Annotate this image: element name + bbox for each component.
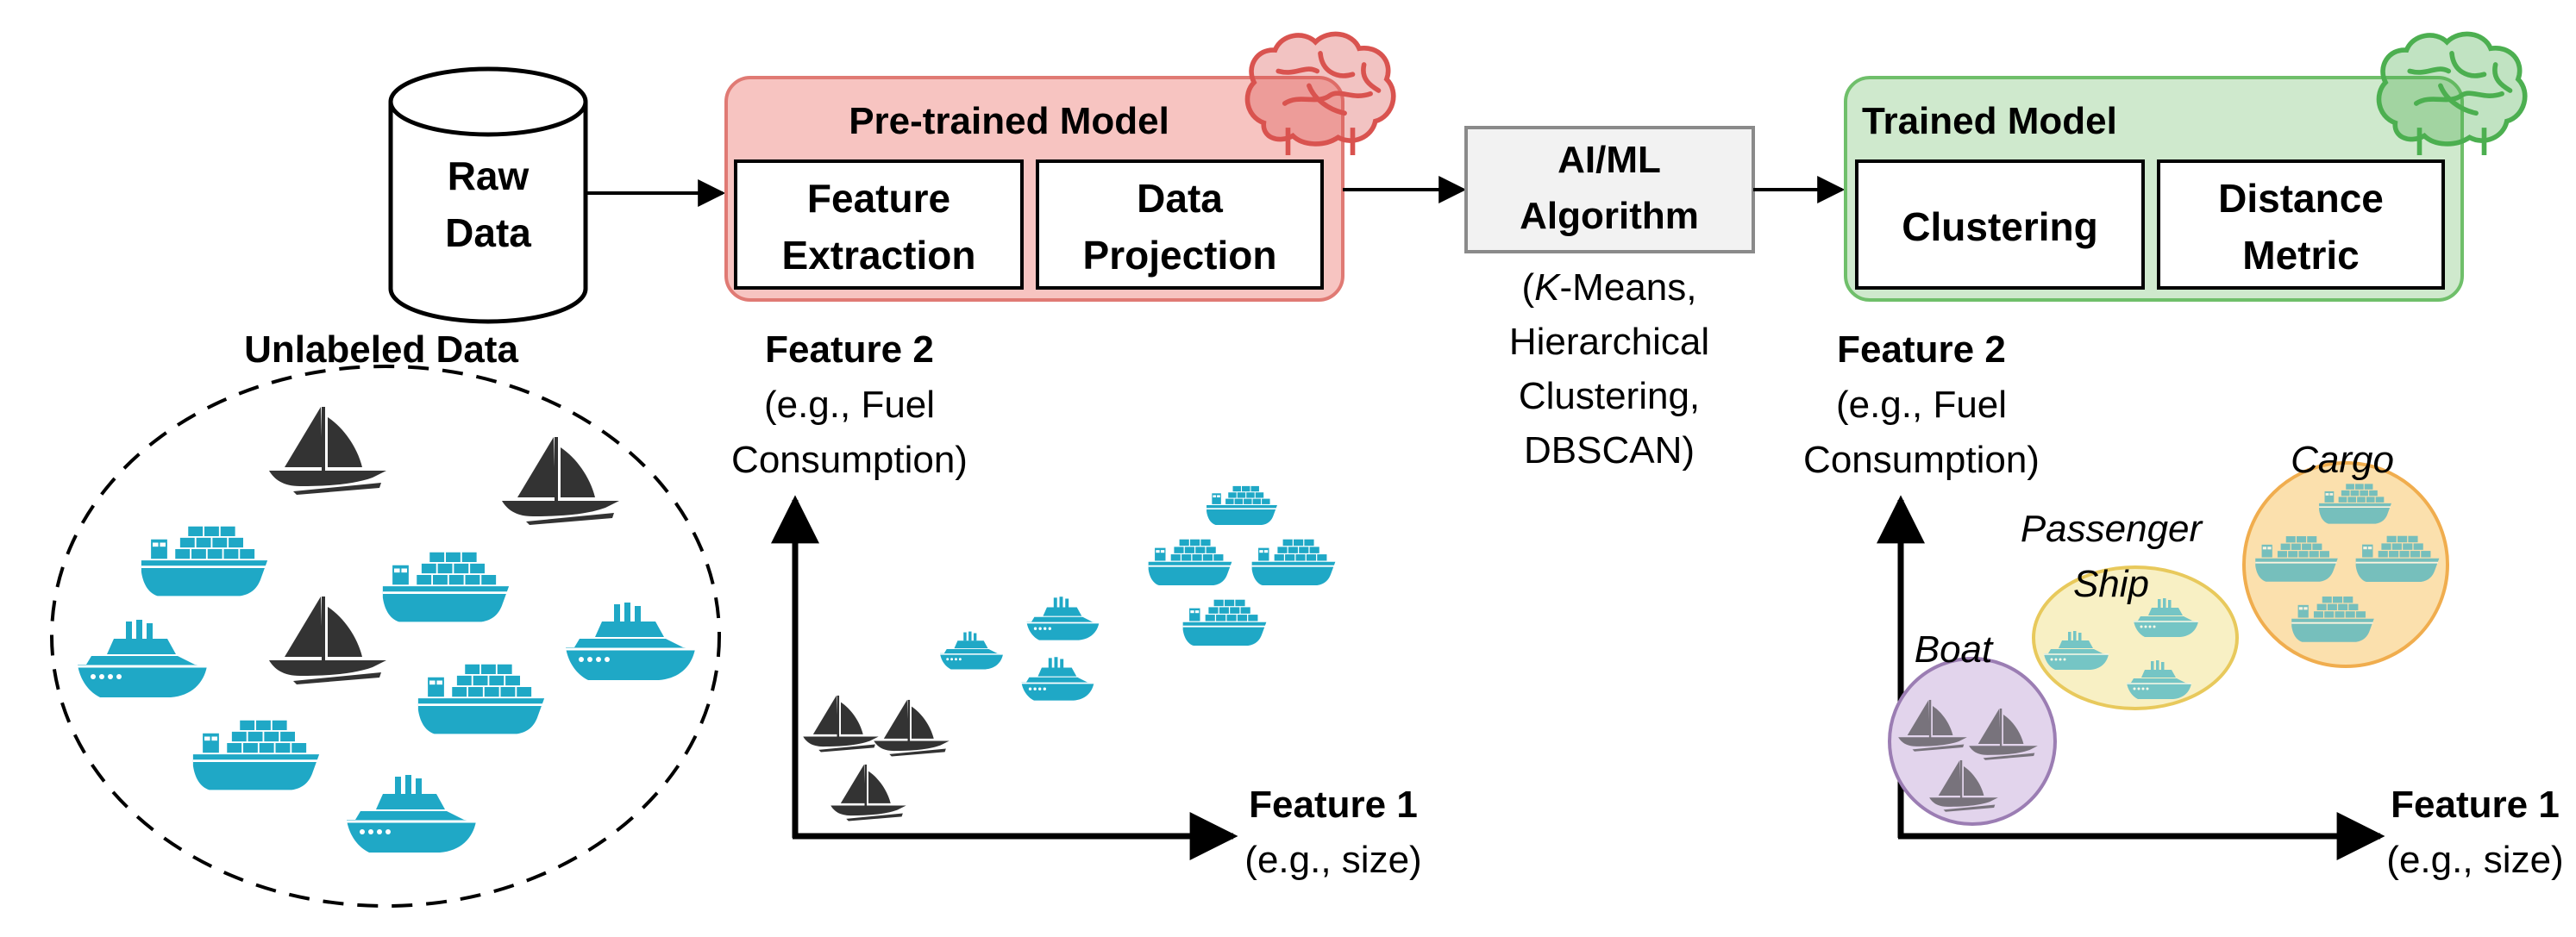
right-x-title: Feature 1 (2391, 784, 2560, 826)
sailboat-icon (803, 695, 879, 753)
data-projection-label-1: Data (1137, 176, 1223, 221)
unlabeled-data-ellipse (50, 365, 721, 908)
feature-extraction-label-1: Feature (807, 176, 950, 221)
passenger-ship-icon (345, 773, 478, 854)
left-x-sub: (e.g., size) (1244, 839, 1421, 881)
cargo-ship-icon (417, 663, 546, 735)
right-y-sub-2: Consumption) (1803, 439, 2040, 481)
clustering-label: Clustering (1902, 204, 2097, 249)
distance-metric-label-1: Distance (2218, 176, 2384, 221)
cargo-label: Cargo (2291, 439, 2394, 481)
cargo-ship-icon (140, 525, 269, 597)
algorithm-examples-1: (K-Means, (1522, 266, 1697, 309)
clustering-box (1855, 159, 2145, 290)
boat-label: Boat (1915, 628, 1994, 671)
ai-ml-algorithm: AI/ML Algorithm (K-Means, Hierarchical C… (1464, 126, 1755, 472)
passenger-ship-icon (939, 630, 1004, 671)
brain-icon (1247, 34, 1393, 155)
distance-metric-box (2157, 159, 2445, 290)
passenger-label-1: Passenger (2021, 508, 2204, 550)
algorithm-label-2: Algorithm (1520, 195, 1699, 237)
left-y-sub-1: (e.g., Fuel (764, 384, 935, 426)
data-projection-box (1036, 159, 1324, 290)
left-feature-plot: Feature 2 (e.g., Fuel Consumption) Featu… (731, 328, 1422, 881)
feature-extraction-label-2: Extraction (782, 233, 976, 278)
right-y-title: Feature 2 (1837, 328, 2006, 371)
passenger-ship-icon (76, 618, 209, 699)
algorithm-examples-2: Hierarchical (1509, 321, 1709, 363)
trained-title: Trained Model (1862, 100, 2117, 142)
passenger-ship-cluster (2032, 565, 2239, 710)
pretrained-model: Pre-trained Model Feature Extraction Dat… (724, 34, 1394, 302)
sailboat-icon (269, 597, 386, 684)
cargo-ship-icon (381, 551, 511, 623)
raw-data-label-2: Data (445, 210, 531, 255)
right-feature-plot: Feature 2 (e.g., Fuel Consumption) Featu… (1803, 328, 2564, 881)
algorithm-label-1: AI/ML (1558, 139, 1661, 181)
left-x-title: Feature 1 (1249, 784, 1418, 826)
brain-icon (2379, 34, 2524, 155)
distance-metric-label-2: Metric (2242, 233, 2359, 278)
cargo-cluster (2242, 461, 2449, 668)
right-x-sub: (e.g., size) (2386, 839, 2563, 881)
data-projection-label-2: Projection (1083, 233, 1277, 278)
left-y-title: Feature 2 (765, 328, 934, 371)
right-y-sub-1: (e.g., Fuel (1836, 384, 2007, 426)
raw-data-cylinder: Raw Data (388, 66, 588, 324)
cargo-ship-icon (191, 719, 321, 791)
cargo-ship-icon (1250, 538, 1337, 587)
passenger-ship-icon (564, 601, 697, 682)
cargo-ship-icon (1206, 485, 1278, 526)
passenger-ship-icon (1020, 656, 1095, 702)
sailboat-icon (502, 437, 619, 525)
unlabeled-data-title: Unlabeled Data (244, 328, 518, 371)
left-y-sub-2: Consumption) (731, 439, 968, 481)
raw-data-label-1: Raw (448, 153, 530, 198)
cargo-ship-icon (1147, 538, 1233, 586)
algorithm-examples-3: Clustering, (1519, 375, 1700, 417)
sailboat-icon (830, 764, 906, 821)
sailboat-icon (874, 699, 950, 757)
pretrained-title: Pre-trained Model (849, 100, 1169, 142)
cargo-ship-icon (1181, 598, 1268, 647)
passenger-label-2: Ship (2073, 563, 2149, 605)
sailboat-icon (269, 407, 386, 495)
passenger-ship-icon (1025, 596, 1100, 641)
feature-extraction-box (734, 159, 1024, 290)
trained-model: Trained Model Clustering Distance Metric (1844, 34, 2525, 302)
unlabeled-data: Unlabeled Data (50, 328, 721, 908)
algorithm-examples-4: DBSCAN) (1524, 429, 1695, 472)
